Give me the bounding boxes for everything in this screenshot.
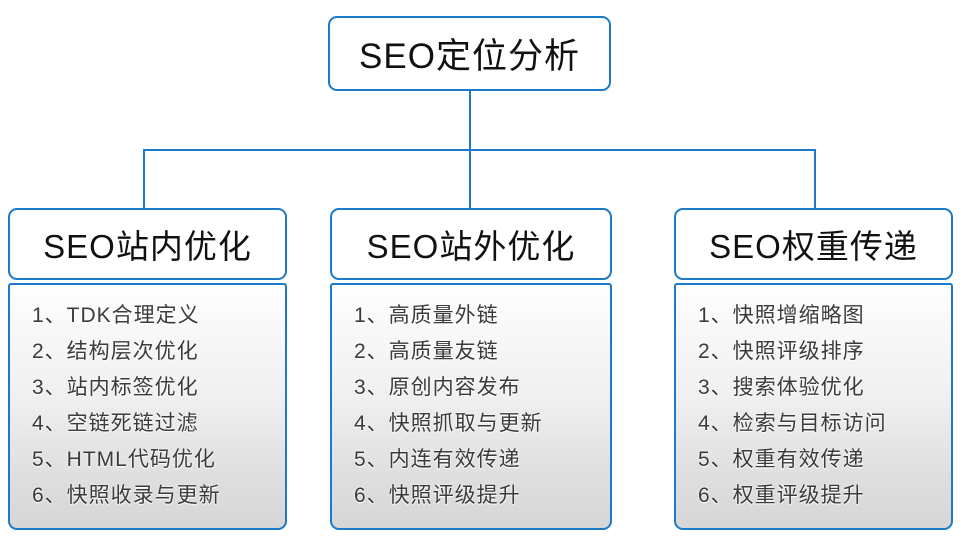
root-node: SEO定位分析 bbox=[328, 16, 611, 91]
list-item: 4、空链死链过滤 bbox=[32, 412, 199, 435]
list-item: 5、HTML代码优化 bbox=[32, 448, 216, 471]
branch-weight-transfer: SEO权重传递 1、快照增缩略图 2、快照评级排序 3、搜索体验优化 4、检索与… bbox=[674, 208, 953, 530]
branch-header-label: SEO站外优化 bbox=[366, 228, 576, 265]
list-item: 3、搜索体验优化 bbox=[698, 376, 865, 399]
branch-header: SEO权重传递 bbox=[674, 208, 953, 280]
list-item: 1、TDK合理定义 bbox=[32, 304, 200, 327]
list-item: 3、原创内容发布 bbox=[354, 376, 521, 399]
list-item: 5、权重有效传递 bbox=[698, 448, 865, 471]
root-node-label: SEO定位分析 bbox=[359, 37, 580, 76]
branch-onsite-optimization: SEO站内优化 1、TDK合理定义 2、结构层次优化 3、站内标签优化 4、空链… bbox=[8, 208, 287, 530]
branch-item-list: 1、高质量外链 2、高质量友链 3、原创内容发布 4、快照抓取与更新 5、内连有… bbox=[330, 283, 612, 530]
list-item: 6、权重评级提升 bbox=[698, 484, 865, 507]
branch-header-label: SEO站内优化 bbox=[43, 228, 252, 265]
list-item: 5、内连有效传递 bbox=[354, 448, 521, 471]
list-item: 2、快照评级排序 bbox=[698, 340, 865, 363]
list-item: 2、结构层次优化 bbox=[32, 340, 199, 363]
branch-item-list: 1、TDK合理定义 2、结构层次优化 3、站内标签优化 4、空链死链过滤 5、H… bbox=[8, 283, 287, 530]
branch-header: SEO站内优化 bbox=[8, 208, 287, 280]
branch-header-label: SEO权重传递 bbox=[709, 228, 918, 265]
branch-item-list: 1、快照增缩略图 2、快照评级排序 3、搜索体验优化 4、检索与目标访问 5、权… bbox=[674, 283, 953, 530]
list-item: 4、快照抓取与更新 bbox=[354, 412, 543, 435]
list-item: 6、快照收录与更新 bbox=[32, 484, 221, 507]
list-item: 1、快照增缩略图 bbox=[698, 304, 865, 327]
list-item: 1、高质量外链 bbox=[354, 304, 499, 327]
list-item: 3、站内标签优化 bbox=[32, 376, 199, 399]
list-item: 4、检索与目标访问 bbox=[698, 412, 887, 435]
list-item: 2、高质量友链 bbox=[354, 340, 499, 363]
list-item: 6、快照评级提升 bbox=[354, 484, 521, 507]
branch-header: SEO站外优化 bbox=[330, 208, 612, 280]
branch-offsite-optimization: SEO站外优化 1、高质量外链 2、高质量友链 3、原创内容发布 4、快照抓取与… bbox=[330, 208, 612, 530]
